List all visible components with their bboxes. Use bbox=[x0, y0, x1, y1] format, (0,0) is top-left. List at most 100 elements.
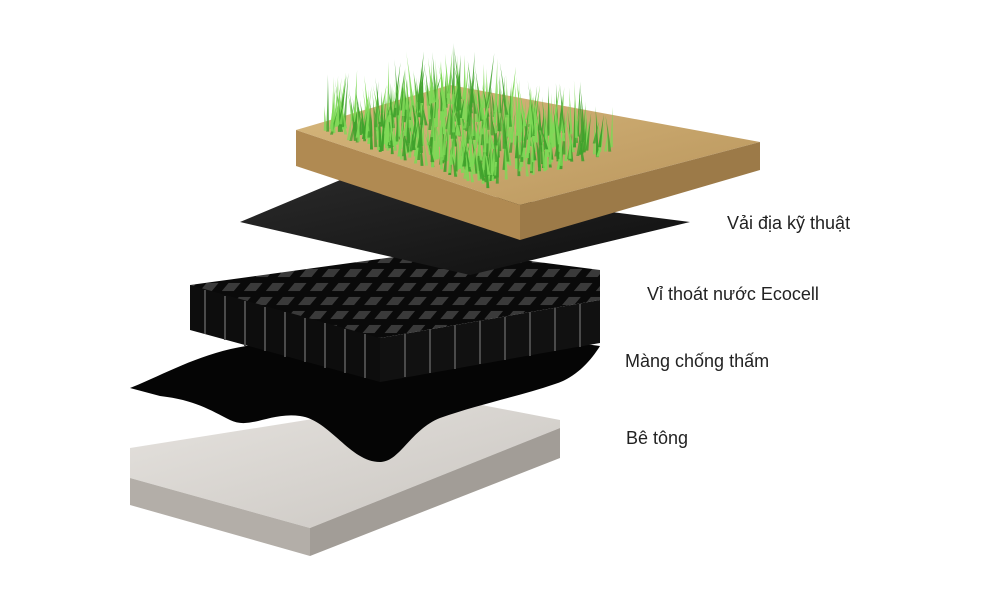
grass-blade bbox=[481, 127, 488, 171]
grass-blade bbox=[451, 43, 455, 95]
grass-blade bbox=[501, 111, 510, 162]
grass-blade bbox=[579, 92, 584, 143]
grass-blade bbox=[392, 115, 397, 151]
grass-blade bbox=[352, 69, 358, 123]
grass-blade bbox=[604, 126, 609, 152]
membrane-sheet bbox=[130, 341, 600, 462]
grass-blade bbox=[377, 106, 382, 147]
grass-blade bbox=[548, 92, 552, 143]
grass-blade bbox=[356, 95, 361, 142]
grass-blade bbox=[486, 52, 495, 109]
grass-blade bbox=[401, 127, 407, 161]
grass-blade bbox=[476, 77, 485, 120]
grass-blade bbox=[416, 113, 423, 161]
grass-blade bbox=[485, 68, 489, 106]
grass-blade bbox=[452, 87, 456, 133]
grass-blade bbox=[595, 106, 599, 158]
grass-blade bbox=[532, 138, 537, 161]
grass-blade bbox=[609, 106, 613, 148]
label-drainage-cell: Vỉ thoát nước Ecocell bbox=[647, 284, 819, 304]
grass-blade bbox=[395, 104, 399, 142]
grass-blade bbox=[361, 110, 368, 139]
grass-blade bbox=[435, 128, 440, 159]
grass-blade bbox=[443, 127, 449, 172]
grass-blade bbox=[517, 103, 522, 143]
grass-blade bbox=[559, 86, 565, 132]
grass-blade bbox=[406, 82, 411, 128]
grass-blade bbox=[461, 61, 469, 119]
grass-blade bbox=[387, 84, 396, 128]
concrete-front-face bbox=[130, 448, 310, 556]
grass-blade bbox=[476, 128, 480, 172]
grass-blade bbox=[520, 116, 524, 162]
grass-blade bbox=[372, 90, 378, 148]
grass-blade bbox=[508, 111, 516, 153]
grass-blade bbox=[498, 74, 506, 132]
grass-blade bbox=[573, 80, 578, 138]
grass-blade bbox=[459, 93, 466, 118]
grass-blade bbox=[469, 114, 473, 167]
grass-blade bbox=[537, 123, 541, 172]
grass-blade bbox=[386, 107, 390, 142]
grass-blade bbox=[418, 85, 423, 113]
grass-blade bbox=[493, 80, 499, 123]
grass-blade bbox=[475, 85, 484, 142]
grass-blade bbox=[469, 127, 479, 174]
grass-blade bbox=[559, 83, 565, 133]
grass-blade bbox=[406, 51, 414, 106]
grass-blade bbox=[346, 103, 354, 141]
grass-blade bbox=[529, 145, 533, 172]
grass-layer bbox=[323, 43, 613, 189]
soil-front-face bbox=[296, 130, 520, 240]
grass-blade bbox=[592, 121, 599, 144]
grass-blade bbox=[348, 88, 357, 141]
grass-blade bbox=[439, 95, 444, 138]
grass-blade bbox=[457, 75, 461, 125]
grass-blade bbox=[447, 144, 451, 173]
grass-blade bbox=[454, 55, 458, 113]
grass-blade bbox=[389, 85, 393, 141]
grass-blade bbox=[467, 60, 474, 103]
grass-blade bbox=[516, 127, 521, 177]
grass-blade bbox=[559, 131, 564, 170]
grass-blade bbox=[444, 53, 450, 99]
grass-blade bbox=[335, 87, 340, 126]
grass-blade bbox=[529, 137, 535, 174]
grass-blade bbox=[434, 73, 438, 127]
grass-blade bbox=[477, 151, 486, 181]
grass-blade bbox=[496, 77, 501, 124]
grass-blade bbox=[568, 87, 573, 135]
grass-blade bbox=[423, 77, 431, 120]
grass-blade bbox=[538, 105, 542, 131]
grass-blade bbox=[338, 74, 347, 126]
grass-blade bbox=[540, 125, 549, 150]
grass-blade bbox=[447, 62, 452, 94]
soil-side-face bbox=[520, 142, 760, 240]
grass-blade bbox=[443, 85, 448, 117]
grass-blade bbox=[572, 108, 580, 148]
grass-blade bbox=[488, 126, 494, 174]
grass-blade bbox=[576, 81, 581, 137]
grass-blade bbox=[557, 94, 564, 133]
grass-blade bbox=[330, 90, 334, 132]
grass-blade bbox=[513, 115, 520, 145]
grass-blade bbox=[413, 128, 421, 164]
grass-blade bbox=[592, 117, 596, 155]
drainage-cell-panel bbox=[190, 250, 600, 382]
grass-blade bbox=[516, 79, 520, 136]
grass-blade bbox=[426, 123, 430, 146]
grass-blade bbox=[333, 75, 339, 127]
grass-blade bbox=[364, 75, 370, 123]
grass-blade bbox=[582, 117, 587, 153]
grass-blade bbox=[508, 66, 516, 115]
grass-blade bbox=[380, 84, 387, 113]
grass-blade bbox=[483, 113, 487, 153]
grass-blade bbox=[386, 99, 394, 123]
grass-blade bbox=[470, 79, 477, 114]
cell-side-ribs bbox=[404, 304, 581, 377]
grass-blade bbox=[485, 113, 489, 144]
label-concrete: Bê tông bbox=[626, 428, 689, 448]
grass-blade bbox=[452, 129, 456, 165]
grass-blade bbox=[326, 74, 330, 132]
